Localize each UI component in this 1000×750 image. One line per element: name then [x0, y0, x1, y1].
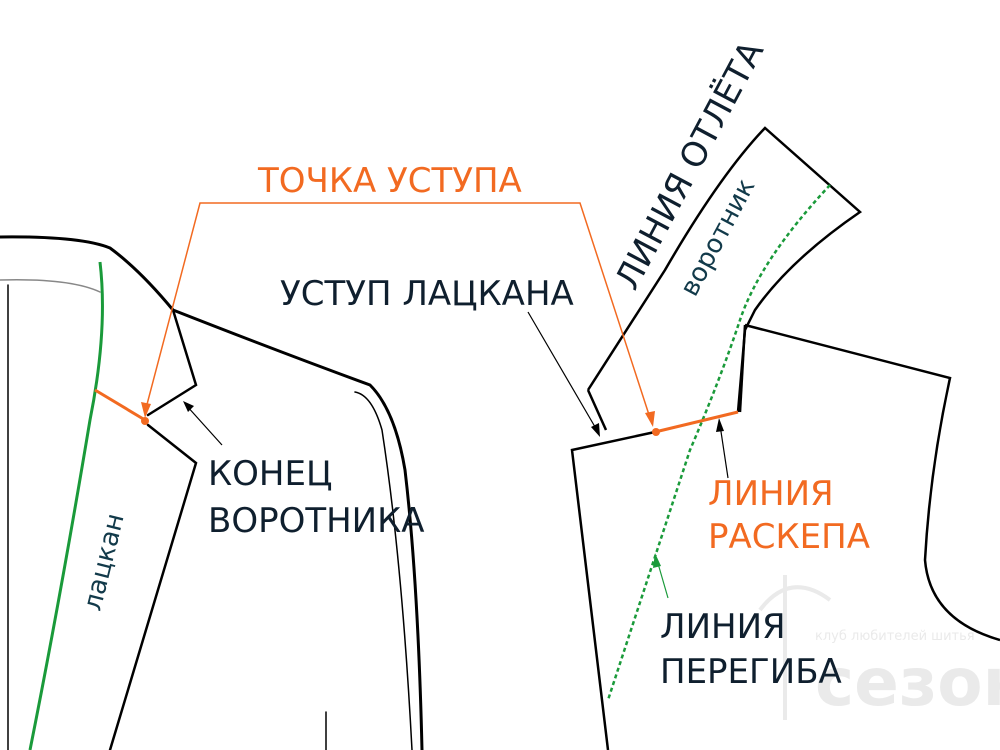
label-vorotnika: ВОРОТНИКА [208, 501, 425, 541]
left-fold-line [28, 261, 104, 750]
right-fold-line [606, 184, 831, 701]
watermark-brand: сезон [815, 644, 1000, 721]
collar-piece [586, 126, 863, 431]
arrow-break-line [716, 418, 724, 432]
label-tochka-ustupa: ТОЧКА УСТУПА [257, 161, 522, 201]
watermark: клуб любителей шитья сезон [758, 575, 1000, 721]
label-lackan: лацкан [78, 510, 131, 613]
arrow-lapel-step [591, 423, 600, 437]
arrow-right-step [645, 411, 655, 427]
right-step-point [652, 428, 660, 436]
label-konec: КОНЕЦ [208, 454, 332, 494]
arrow-left-step [141, 402, 151, 418]
arrow-fold-line [653, 553, 661, 568]
bodice-piece [570, 323, 1000, 750]
label-ustup-lackana: УСТУП ЛАЦКАНА [280, 274, 574, 314]
left-jacket-front [0, 235, 424, 750]
left-step-line [94, 388, 146, 422]
label-raskep-2: РАСКЕПА [708, 517, 870, 557]
label-peregib-1: ЛИНИЯ [660, 607, 786, 647]
break-line [654, 410, 739, 434]
left-step-point [141, 417, 149, 425]
arrow-collar-end [183, 401, 194, 412]
watermark-subtitle: клуб любителей шитья [815, 629, 975, 644]
label-peregib-2: ПЕРЕГИБА [660, 652, 842, 692]
label-raskep-1: ЛИНИЯ [708, 474, 834, 514]
step-point-bracket [144, 202, 653, 425]
